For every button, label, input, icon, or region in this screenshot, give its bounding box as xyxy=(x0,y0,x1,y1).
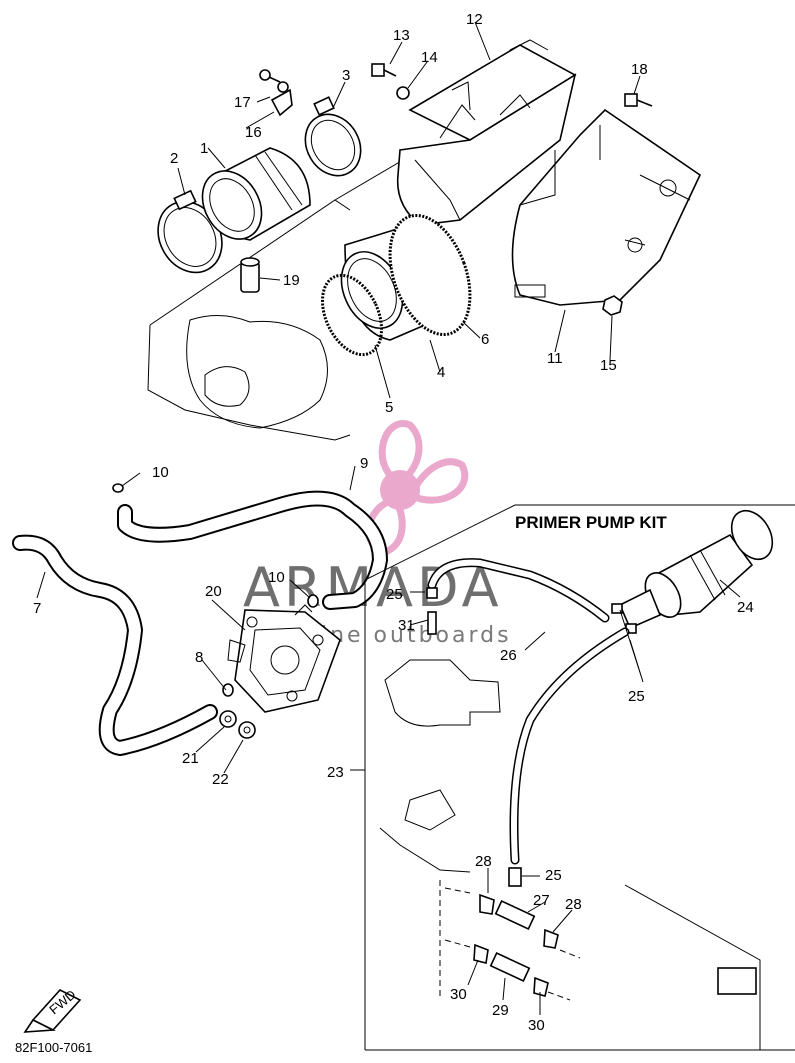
nut-15 xyxy=(602,295,623,316)
callout-13: 13 xyxy=(393,27,410,44)
callout-2: 2 xyxy=(170,150,178,167)
callout-27: 27 xyxy=(533,892,550,909)
front-arrow-icon: FWD xyxy=(23,987,82,1033)
callout-25b: 25 xyxy=(628,688,645,705)
callout-15: 15 xyxy=(600,357,617,374)
intake-boot-1 xyxy=(201,147,311,241)
drawing-code: 82F100-7061 xyxy=(15,1040,92,1055)
callout-24: 24 xyxy=(737,599,754,616)
seal-6 xyxy=(388,213,472,337)
clip-30-left xyxy=(473,943,489,964)
callout-3: 3 xyxy=(342,67,350,84)
seal-5 xyxy=(320,273,384,357)
callout-21: 21 xyxy=(182,750,199,767)
callout-14: 14 xyxy=(421,49,438,66)
clip-10-pump xyxy=(307,594,319,608)
washer-14 xyxy=(396,86,410,100)
callout-30a: 30 xyxy=(450,986,467,1003)
callout-10b: 10 xyxy=(268,569,285,586)
fuel-pump-20 xyxy=(227,604,341,713)
callout-9: 9 xyxy=(360,455,368,472)
callout-5: 5 xyxy=(385,399,393,416)
callout-25a: 25 xyxy=(386,586,403,603)
callout-8: 8 xyxy=(195,649,203,666)
callout-18: 18 xyxy=(631,61,648,78)
callout-12: 12 xyxy=(466,11,483,28)
callout-30b: 30 xyxy=(528,1017,545,1034)
joint-29 xyxy=(489,951,531,983)
fitting-25-engine xyxy=(426,587,438,599)
callout-28b: 28 xyxy=(565,896,582,913)
callout-20: 20 xyxy=(205,583,222,600)
callout-31: 31 xyxy=(398,617,415,634)
grommet-21 xyxy=(219,710,237,728)
hose-clamp-3 xyxy=(304,96,362,177)
callout-26: 26 xyxy=(500,647,517,664)
silencer-cover-11 xyxy=(511,108,702,306)
silencer-bracket-12 xyxy=(396,39,577,226)
engine-block-23 xyxy=(379,659,761,1050)
bolt-17 xyxy=(259,69,281,83)
callout-19: 19 xyxy=(283,272,300,289)
bracket-16 xyxy=(270,81,293,117)
callout-10a: 10 xyxy=(152,464,169,481)
callout-labels: 1 2 3 4 5 6 7 8 9 10 10 11 12 13 14 15 1… xyxy=(33,11,754,1034)
fitting-25-upper xyxy=(611,603,623,614)
callout-17: 17 xyxy=(234,94,251,111)
propeller-logo-icon xyxy=(365,420,469,556)
clip-8 xyxy=(222,683,234,697)
callout-7: 7 xyxy=(33,600,41,617)
callout-16: 16 xyxy=(245,124,262,141)
kit-title: PRIMER PUMP KIT xyxy=(515,513,667,532)
clip-28-left xyxy=(479,893,495,915)
callout-23: 23 xyxy=(327,764,344,781)
callout-22: 22 xyxy=(212,771,229,788)
air-intake-assembly xyxy=(147,21,702,441)
washer-22 xyxy=(238,721,256,739)
filter-19 xyxy=(240,257,260,293)
callout-25c: 25 xyxy=(545,867,562,884)
bolt-18 xyxy=(624,93,653,107)
clip-28-right xyxy=(543,928,559,949)
fitting-25-bottom xyxy=(508,867,522,887)
callout-6: 6 xyxy=(481,331,489,348)
fuel-hose-assembly xyxy=(12,465,388,774)
clip-30-right xyxy=(533,976,549,997)
bolt-13 xyxy=(371,63,397,77)
callout-11: 11 xyxy=(547,350,563,367)
callout-4: 4 xyxy=(437,364,445,381)
callout-29: 29 xyxy=(492,1002,509,1019)
callout-28a: 28 xyxy=(475,853,492,870)
callout-1: 1 xyxy=(200,140,208,157)
primer-pump-kit-panel: PRIMER PUMP KIT xyxy=(350,504,795,1051)
clip-10 xyxy=(112,483,124,493)
primer-pump-24 xyxy=(618,509,774,630)
joint-27 xyxy=(494,899,536,931)
fitting-31 xyxy=(427,611,437,635)
